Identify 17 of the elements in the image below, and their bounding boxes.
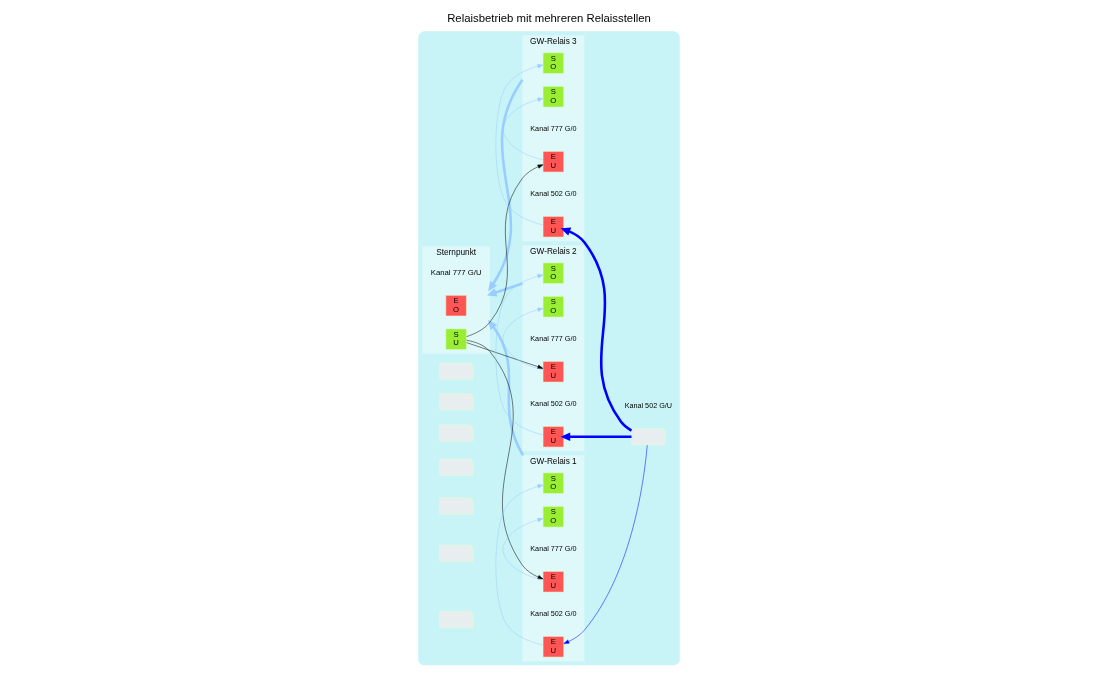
arrow [465,164,543,337]
arrow [487,319,524,456]
arrow [465,339,543,580]
arrow [560,432,631,441]
diagram-title: Relaisbetrieb mit mehreren Relaisstellen [446,11,651,24]
arrow [465,342,543,369]
arrow [486,282,523,297]
arrow [495,274,543,436]
arrow [495,64,543,226]
arrow [563,444,647,644]
arrow [560,227,632,432]
cluster [417,31,680,666]
arrow [502,517,543,581]
arrow [502,97,543,161]
arrow [487,79,524,292]
arrow [495,484,543,646]
arrow [502,307,543,371]
